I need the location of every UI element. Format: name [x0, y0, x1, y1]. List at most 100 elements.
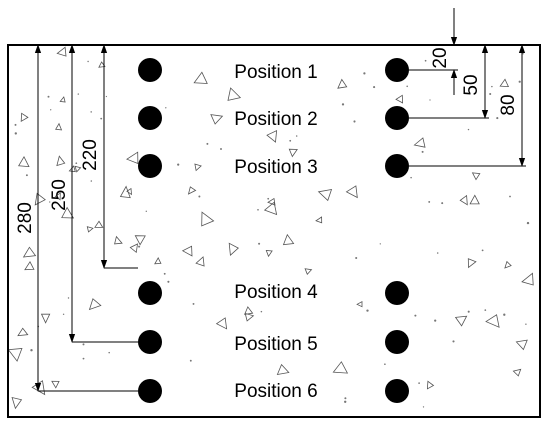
aggregate-speck	[525, 323, 527, 325]
aggregate-triangle	[51, 380, 60, 389]
aggregate-triangle	[512, 368, 522, 377]
aggregate-triangle	[17, 327, 29, 337]
aggregate-speck	[165, 107, 167, 109]
aggregate-speck	[467, 128, 470, 131]
aggregate-triangle	[317, 188, 333, 202]
aggregate-triangle	[129, 243, 139, 254]
aggregate-speck	[100, 117, 103, 120]
aggregate-speck	[25, 174, 28, 177]
aggregate-speck	[82, 357, 85, 360]
aggregate-triangle	[413, 137, 426, 148]
aggregate-speck	[289, 139, 292, 142]
dimension-50: 50	[409, 44, 489, 119]
aggregate-speck	[366, 309, 369, 312]
aggregate-triangle	[288, 148, 298, 158]
aggregate-speck	[49, 201, 51, 203]
aggregate-triangle	[454, 315, 468, 327]
aggregate-speck	[526, 221, 530, 225]
aggregate-triangle	[521, 272, 534, 286]
aggregate-speck	[441, 202, 444, 205]
aggregate-speck	[87, 60, 89, 63]
aggregate-triangle	[337, 78, 348, 89]
aggregate-triangle	[114, 235, 123, 245]
aggregate-triangle	[395, 94, 404, 104]
aggregate-speck	[484, 309, 487, 311]
aggregate-triangle	[282, 233, 295, 246]
aggregate-speck	[503, 313, 506, 316]
aggregate-triangle	[194, 163, 202, 172]
aggregate-triangle	[515, 339, 528, 351]
aggregate-triangle	[471, 172, 481, 181]
aggregate-triangle	[20, 112, 29, 123]
aggregate-triangle	[345, 185, 358, 199]
aggregate-triangle	[193, 71, 208, 84]
aggregate-speck	[496, 117, 499, 120]
aggregate-speck	[258, 242, 261, 245]
aggregate-speck	[198, 195, 201, 198]
dimension-20-label: 20	[430, 47, 451, 68]
dimension-250: 250	[49, 44, 138, 343]
aggregate-triangle	[18, 155, 30, 168]
aggregate-triangle	[215, 317, 228, 330]
aggregate-speck	[518, 80, 521, 83]
aggregate-triangle	[126, 187, 132, 196]
aggregate-speck	[14, 132, 17, 135]
aggregate-speck	[353, 120, 356, 123]
aggregate-triangle	[126, 151, 139, 165]
aggregate-triangle	[228, 242, 239, 257]
aggregate-speck	[406, 85, 408, 88]
aggregate-triangle	[55, 122, 63, 131]
aggregate-triangle	[11, 396, 23, 410]
aggregate-speck	[77, 93, 80, 95]
aggregate-triangle	[244, 306, 254, 315]
aggregate-triangle	[74, 165, 82, 173]
hole-right-3	[385, 154, 409, 178]
aggregate-triangle	[304, 268, 313, 276]
aggregate-triangle	[86, 226, 94, 233]
aggregate-triangle	[426, 380, 435, 390]
aggregate-speck	[491, 85, 493, 88]
aggregate-speck	[50, 109, 52, 111]
aggregate-speck	[167, 280, 170, 283]
dimension-250-label: 250	[49, 179, 70, 211]
hole-left-5	[138, 330, 162, 354]
aggregate-speck	[344, 397, 347, 400]
aggregate-speck	[295, 135, 298, 137]
aggregate-triangle	[332, 361, 349, 374]
aggregate-triangle	[119, 185, 131, 199]
aggregate-triangle	[499, 78, 510, 88]
hole-right-5	[385, 330, 409, 354]
dimension-220: 220	[80, 44, 138, 269]
aggregate-speck	[145, 210, 147, 212]
aggregate-triangle	[56, 155, 66, 167]
dimension-20: 20	[409, 8, 458, 95]
aggregate-speck	[421, 150, 424, 153]
aggregate-speck	[90, 111, 92, 113]
aggregate-triangle	[265, 250, 273, 258]
aggregate-speck	[47, 95, 50, 98]
position-label-2: Position 2	[234, 109, 317, 130]
position-label-6: Position 6	[234, 381, 317, 402]
concrete-section-outline	[7, 44, 541, 418]
aggregate-speck	[344, 400, 347, 403]
aggregate-speck	[192, 302, 195, 305]
aggregate-speck	[452, 340, 455, 343]
hole-left-3	[138, 154, 162, 178]
hole-right-1	[385, 58, 409, 82]
aggregate-speck	[489, 92, 492, 96]
concrete-aggregate-texture	[7, 46, 534, 410]
hole-left-4	[138, 281, 162, 305]
aggregate-triangle	[276, 363, 290, 376]
aggregate-triangle	[154, 257, 162, 265]
aggregate-triangle	[7, 348, 23, 362]
aggregate-speck	[67, 297, 70, 299]
aggregate-speck	[30, 349, 33, 352]
aggregate-speck	[108, 351, 110, 354]
position-label-4: Position 4	[234, 282, 318, 303]
dimension-50-label: 50	[461, 74, 482, 95]
aggregate-speck	[384, 363, 386, 366]
aggregate-speck	[260, 310, 263, 313]
aggregate-triangle	[210, 114, 224, 125]
aggregate-triangle	[244, 312, 255, 322]
